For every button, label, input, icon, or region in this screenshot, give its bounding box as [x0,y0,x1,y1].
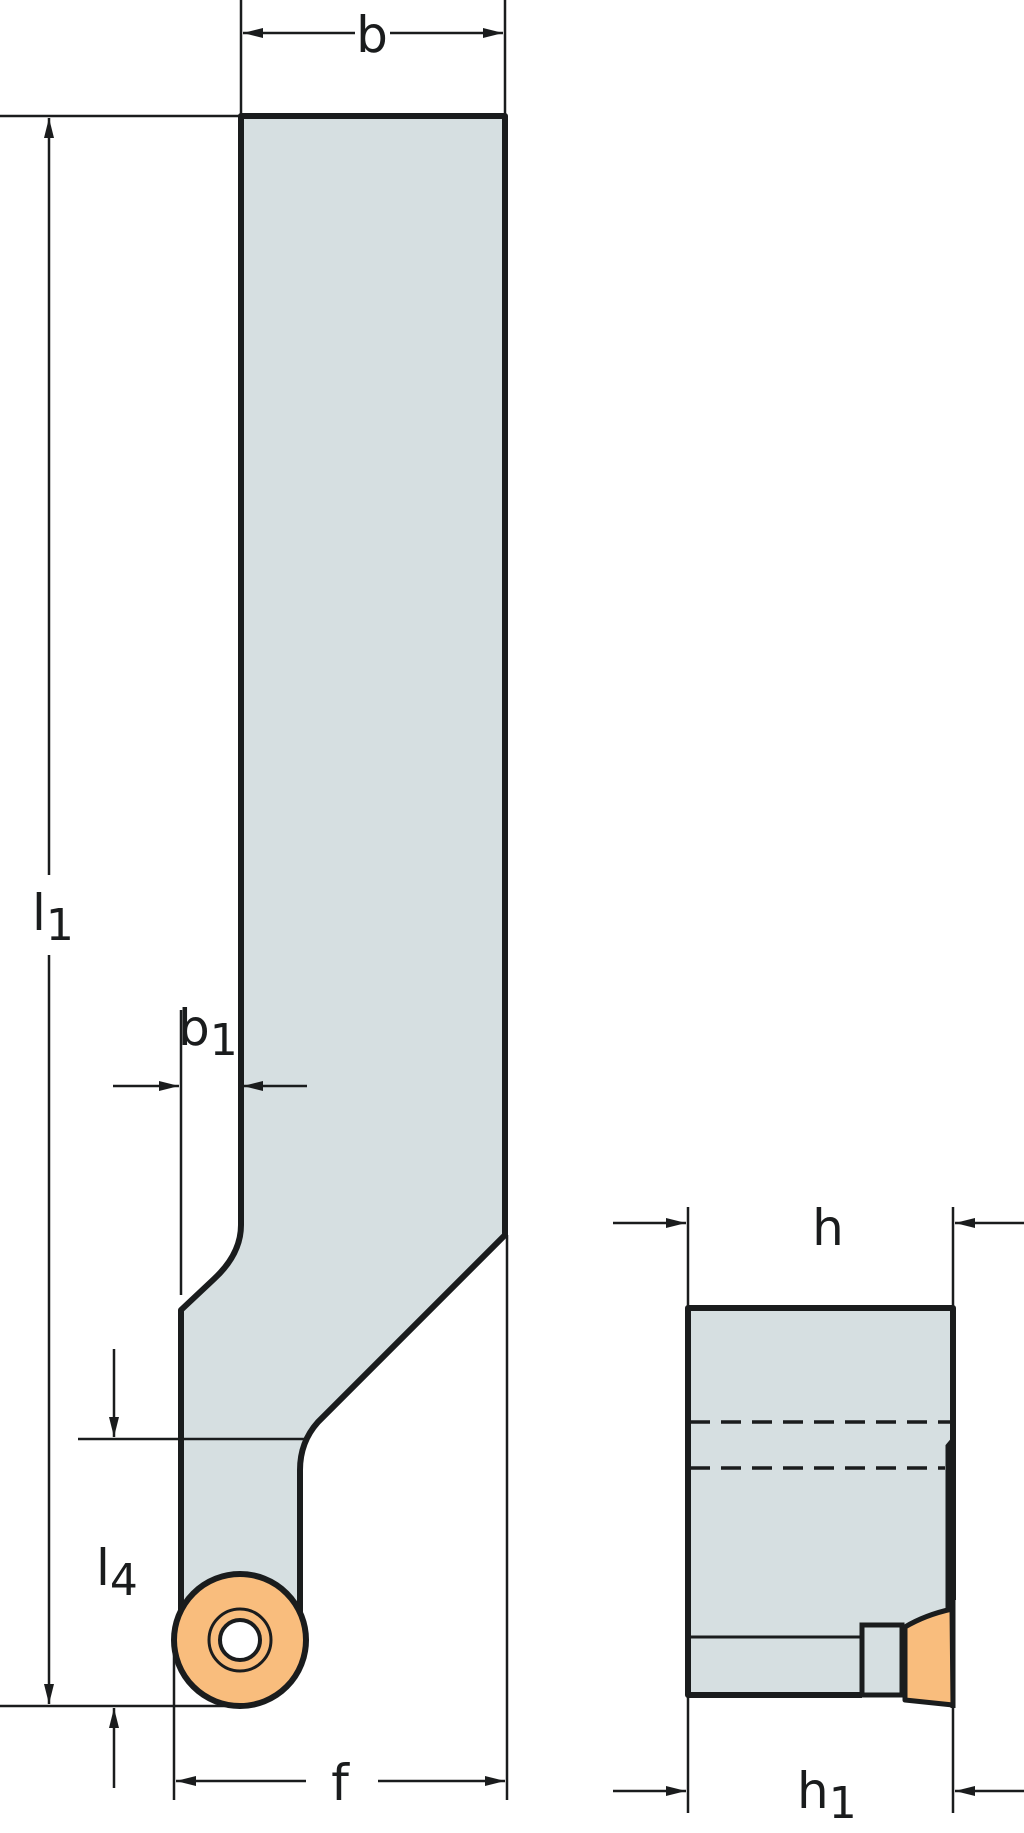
clamp-piece [859,1622,905,1698]
label-b1: b1 [178,999,238,1066]
label-l1: l1 [32,884,74,951]
label-h: h [812,1199,844,1257]
side-view: b l1 b1 l4 f [0,0,509,1812]
label-l4: l4 [96,1539,138,1606]
end-view: h h1 [613,1199,1024,1829]
label-f: f [331,1754,350,1812]
end-view-extension-lines [686,1207,955,1813]
tool-body [178,113,508,1618]
label-h1: h1 [797,1762,857,1829]
label-b: b [356,6,388,64]
extension-lines [0,0,509,1800]
insert-profile [902,1606,956,1708]
round-insert [171,1571,309,1709]
